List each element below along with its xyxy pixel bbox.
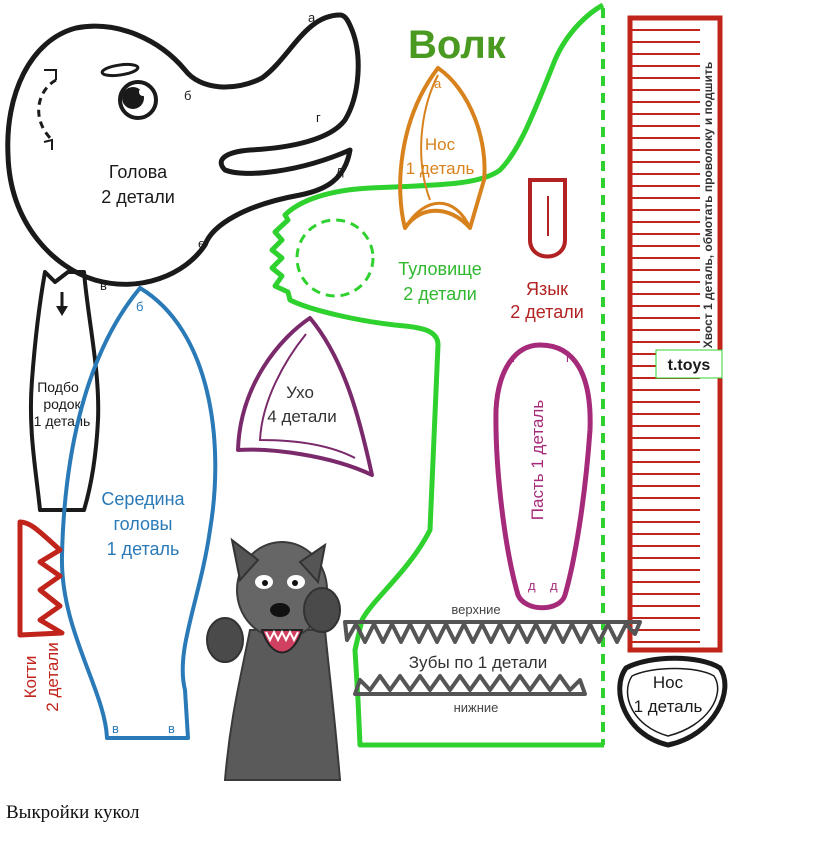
chin-count: 1 деталь	[34, 413, 91, 429]
tongue-count: 2 детали	[510, 302, 584, 322]
teeth-name: Зубы по 1 детали	[409, 653, 547, 672]
teeth-top-label: верхние	[451, 602, 500, 617]
nose-top-name: Нос	[425, 135, 456, 154]
teeth-piece: верхние Зубы по 1 детали нижние	[343, 602, 642, 715]
wolf-puppet-image	[206, 537, 342, 781]
head-mark-b: б	[184, 88, 191, 103]
mouth-mark-d2: д	[550, 578, 558, 593]
wolf-pattern-diagram: Волк Туловище 2 детали Голова 2 детали а…	[5, 2, 728, 781]
middle-head-mark-v2: в	[168, 721, 175, 736]
tail-piece: t.toys Хвост 1 деталь, обмотать проволок…	[627, 15, 723, 653]
teeth-bottom-label: нижние	[454, 700, 499, 715]
tail-stripes	[632, 29, 700, 643]
nose-bottom-count: 1 деталь	[634, 697, 703, 716]
middle-head-name-2: головы	[113, 514, 172, 534]
torso-name: Туловище	[398, 259, 482, 279]
chin-name-2: родок	[43, 396, 81, 412]
chin-piece: Подбо родок 1 деталь	[28, 270, 101, 512]
claws-count: 2 детали	[43, 642, 62, 711]
nose-top-mark: а	[434, 76, 442, 91]
mouth-mark-d1: д	[528, 578, 536, 593]
head-mark-v: в	[100, 278, 107, 293]
torso-piece: Туловище 2 детали	[269, 2, 605, 748]
chin-name-1: Подбо	[37, 379, 79, 395]
nose-bottom-piece: Нос 1 деталь	[617, 655, 728, 748]
mouth-count: 1 деталь	[528, 400, 547, 469]
mouth-label: Пасть 1 деталь	[528, 400, 547, 521]
mouth-piece: Пасть 1 деталь г г д д	[493, 342, 593, 611]
head-mark-g: г	[316, 110, 321, 125]
ear-piece: Ухо 4 детали	[236, 316, 374, 477]
nose-top-piece: а Нос 1 деталь	[398, 66, 487, 230]
claws-piece: Когти 2 детали	[17, 519, 65, 712]
middle-head-mark-v1: в	[112, 721, 119, 736]
caption: Выкройки кукол	[6, 802, 140, 823]
head-mark-d: д	[336, 163, 344, 178]
ear-count: 4 детали	[267, 407, 336, 426]
head-mark-e: е	[198, 236, 205, 251]
tail-label: Хвост 1 деталь, обмотать проволоку и под…	[701, 62, 715, 348]
head-piece: Голова 2 детали а б г д е в	[5, 10, 361, 293]
nose-bottom-name: Нос	[653, 673, 684, 692]
tongue-name: Язык	[526, 279, 568, 299]
nose-top-count: 1 деталь	[406, 159, 475, 178]
middle-head-piece: Середина головы 1 деталь б в в	[59, 286, 218, 740]
ear-name: Ухо	[286, 383, 314, 402]
tongue-piece: Язык 2 детали	[510, 178, 584, 322]
middle-head-mark-b: б	[136, 299, 143, 314]
middle-head-name-1: Середина	[101, 489, 185, 509]
head-count: 2 детали	[101, 187, 175, 207]
logo: t.toys	[668, 357, 711, 374]
mouth-name: Пасть	[528, 473, 547, 520]
mouth-mark-g2: г	[566, 350, 571, 365]
head-mark-a: а	[308, 10, 316, 25]
claws-name: Когти	[21, 656, 40, 699]
middle-head-count: 1 деталь	[107, 539, 180, 559]
mouth-mark-g1: г	[512, 350, 517, 365]
head-name: Голова	[109, 162, 168, 182]
torso-count: 2 детали	[403, 284, 477, 304]
title: Волк	[408, 23, 507, 67]
